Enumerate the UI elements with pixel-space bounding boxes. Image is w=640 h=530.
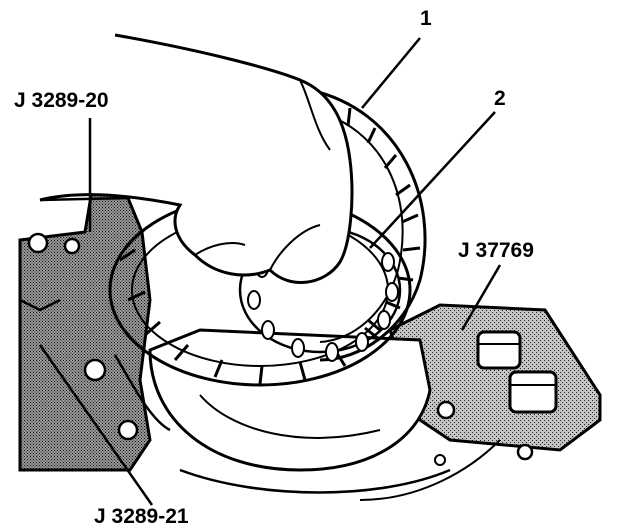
- leader-j37769: [460, 264, 502, 331]
- leader-j3289-21: [38, 344, 154, 506]
- leader-part-1: [361, 37, 421, 109]
- callout-tool-j37769: J 37769: [458, 239, 534, 262]
- leader-lines: [38, 37, 502, 506]
- bolt-head-upper: [476, 330, 522, 370]
- bolt-head-lower: [508, 370, 558, 414]
- holding-fixture-left: [18, 188, 152, 472]
- callout-part-1: 1: [420, 7, 432, 30]
- callout-part-2: 2: [494, 87, 506, 110]
- technician-hand: [39, 33, 354, 284]
- callout-tool-j3289-21: J 3289-21: [94, 505, 189, 528]
- callout-tool-j3289-20: J 3289-20: [14, 89, 109, 112]
- holding-plate-right: [388, 303, 602, 466]
- leader-part-2: [369, 111, 496, 249]
